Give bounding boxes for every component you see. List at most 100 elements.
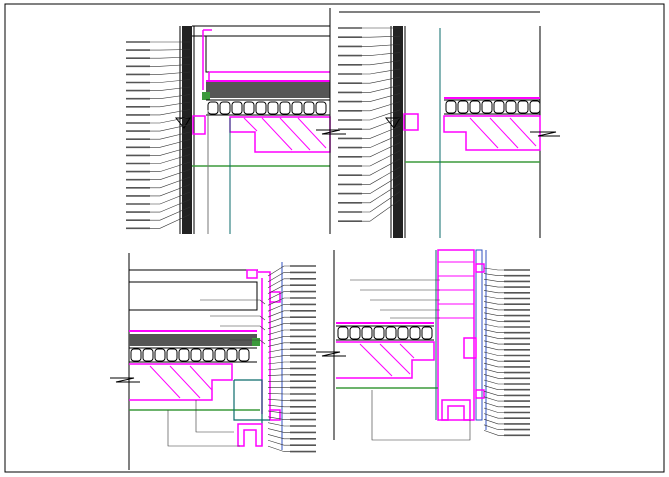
annotation-leader <box>483 374 504 379</box>
hollow-block <box>493 100 505 114</box>
annotation-leader <box>150 109 191 116</box>
leader-lines <box>167 265 316 453</box>
insulation-strip <box>206 82 330 98</box>
annotation-leader <box>267 348 290 353</box>
annotation-leader <box>150 139 191 148</box>
hollow-block <box>529 100 541 114</box>
annotation-leader <box>267 439 290 446</box>
annotation-leader <box>483 430 504 436</box>
hollow-block <box>130 348 142 362</box>
annotation-leader <box>362 158 401 176</box>
ceiling-box <box>205 35 331 73</box>
annotation-leader <box>362 93 401 102</box>
annotation-leader <box>483 402 504 408</box>
annotation-leader <box>483 290 504 294</box>
hollow-block <box>291 101 303 115</box>
insulation-strip <box>129 334 257 346</box>
annotation-leader <box>267 336 290 341</box>
hollow-block <box>361 326 373 340</box>
annotation-leader <box>483 334 504 339</box>
beam-outline <box>129 363 233 401</box>
annotation-leader <box>483 390 504 396</box>
annotation-leader <box>150 169 191 180</box>
annotation-leader <box>150 199 191 213</box>
hollow-block <box>303 101 315 115</box>
annotation-leader <box>267 428 290 433</box>
hollow-block-slab <box>207 101 327 115</box>
annotation-leader <box>267 265 290 277</box>
annotation-leader <box>362 76 401 84</box>
annotation-leader <box>200 299 266 305</box>
annotation-leader <box>483 329 504 334</box>
annotation-leader <box>483 318 504 322</box>
annotation-leader <box>267 355 290 359</box>
beam-outline <box>443 115 541 151</box>
annotation-leader <box>150 56 191 59</box>
detail-top-right <box>338 11 560 238</box>
annotation-leader <box>362 68 401 75</box>
annotation-leader <box>220 325 266 331</box>
annotation-leader <box>150 191 191 205</box>
annotation-leader <box>362 60 401 66</box>
annotation-leader <box>195 400 234 433</box>
annotation-leader <box>483 273 504 277</box>
annotation-leader <box>362 44 401 47</box>
annotation-leader <box>267 284 290 294</box>
hollow-block-slab <box>337 326 433 340</box>
annotation-leader <box>362 117 401 130</box>
annotation-leader <box>267 297 290 306</box>
annotation-leader <box>362 52 401 56</box>
annotation-leader <box>483 346 504 351</box>
annotation-leader <box>483 312 504 316</box>
hollow-block <box>337 326 349 340</box>
annotation-leader <box>267 291 290 300</box>
annotation-leader <box>362 101 401 112</box>
annotation-leader <box>362 175 401 194</box>
hollow-block <box>231 101 243 115</box>
annotation-leader <box>483 295 504 299</box>
hollow-block <box>421 326 433 340</box>
annotation-leader <box>150 101 191 108</box>
annotation-leader <box>150 146 191 156</box>
annotation-leader <box>267 434 290 440</box>
hollow-block <box>373 326 385 340</box>
annotation-leader <box>371 390 471 441</box>
annotation-leader <box>483 385 504 391</box>
annotation-leader <box>150 86 191 91</box>
annotation-leader <box>483 278 504 282</box>
hollow-block <box>142 348 154 362</box>
leader-lines <box>126 41 191 230</box>
wall-column <box>393 26 403 238</box>
annotation-leader <box>483 418 504 425</box>
hollow-block <box>457 100 469 114</box>
annotation-leader <box>362 125 401 139</box>
annotation-leader <box>150 64 191 67</box>
hollow-block <box>154 348 166 362</box>
hollow-block <box>207 101 219 115</box>
annotation-leader <box>483 368 504 373</box>
hollow-block <box>214 348 226 362</box>
sheet-frame <box>4 3 665 473</box>
annotation-leader <box>150 116 191 124</box>
annotation-leader <box>150 94 191 99</box>
annotation-leader <box>150 124 191 132</box>
annotation-leader <box>267 316 290 324</box>
annotation-leader <box>267 361 290 365</box>
annotation-leader <box>362 150 401 167</box>
annotation-leader <box>267 445 290 452</box>
annotation-leader <box>362 191 401 213</box>
hollow-block <box>517 100 529 114</box>
annotation-leader <box>267 368 290 371</box>
annotation-leader <box>483 306 504 311</box>
annotation-leader <box>483 351 504 356</box>
annotation-leader <box>230 339 266 345</box>
annotation-leader <box>267 422 290 427</box>
annotation-leader <box>267 410 290 414</box>
leader-lines <box>338 27 401 222</box>
annotation-leader <box>483 267 504 271</box>
annotation-leader <box>483 413 504 419</box>
annotation-leader <box>150 71 191 75</box>
hollow-block <box>505 100 517 114</box>
annotation-leader <box>483 301 504 305</box>
